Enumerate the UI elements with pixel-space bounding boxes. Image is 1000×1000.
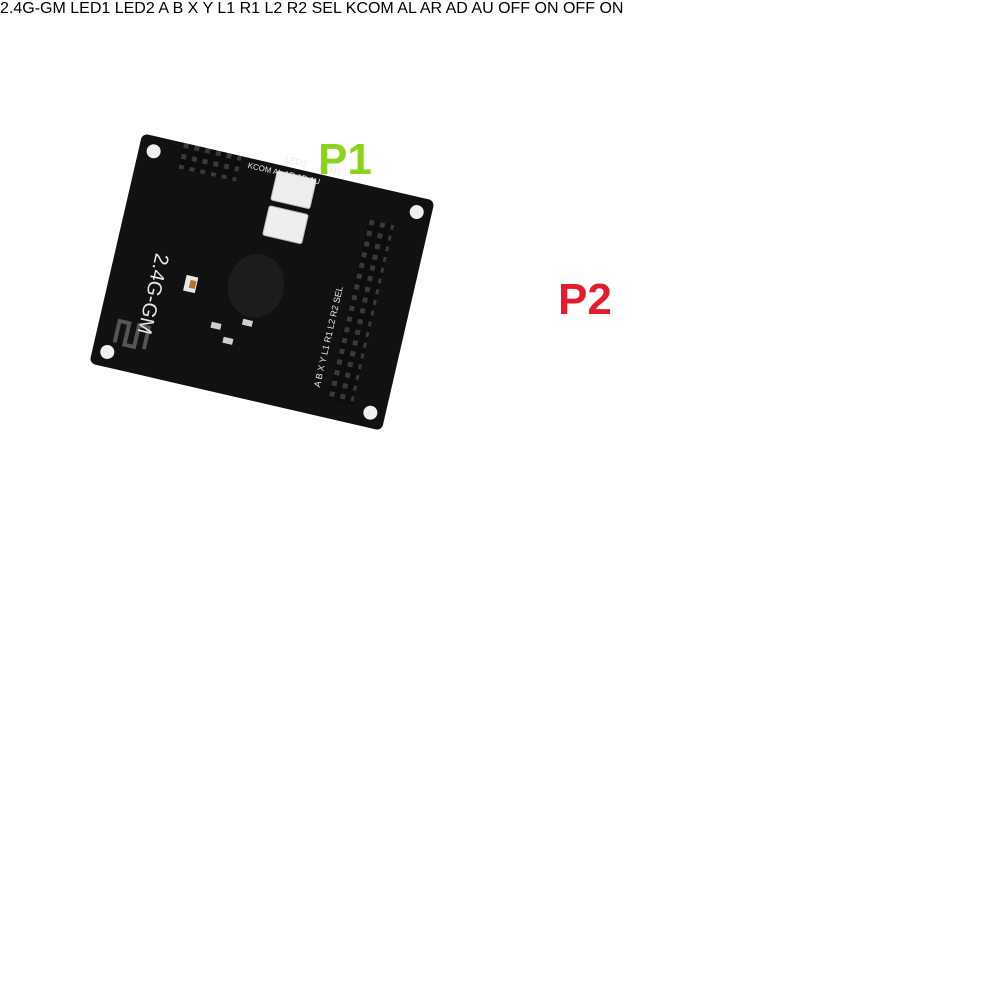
switch-on-label: ON bbox=[599, 0, 624, 17]
pin-header-main: 2.4G-GM LED1 LED2 A B X Y L1 R1 L2 R2 SE… bbox=[0, 0, 498, 17]
jst-connector: 2.4G-GM LED1 LED2 A B X Y L1 R1 L2 R2 SE… bbox=[0, 0, 498, 17]
jst-connector: 2.4G-GM LED1 LED2 A B X Y L1 R1 L2 R2 SE… bbox=[0, 0, 498, 17]
jst-connector bbox=[270, 170, 317, 209]
led1-label: LED1 bbox=[318, 162, 342, 177]
pin-header-main bbox=[327, 219, 395, 406]
pin-header-top bbox=[177, 142, 242, 182]
function-row-label: KCOM AL AR AD AU bbox=[345, 0, 494, 17]
encoder-board-p1: 2.4G-GM LED1 LED2 A B X Y L1 R1 L2 R2 SE… bbox=[90, 134, 434, 430]
button-row-label: A B X Y L1 R1 L2 R2 SEL bbox=[158, 0, 342, 17]
encoder-board-p2: 2.4G-GM LED1 LED2 A B X Y L1 R1 L2 R2 SE… bbox=[0, 0, 498, 17]
led1-label: LED1 bbox=[70, 0, 111, 17]
jst-plug: OFF ON bbox=[563, 0, 623, 17]
pin-header-top: 2.4G-GM LED1 LED2 A B X Y L1 R1 L2 R2 SE… bbox=[0, 0, 498, 17]
battery-box-right: OFF ON bbox=[563, 0, 623, 17]
chip bbox=[227, 253, 285, 318]
jst-connector bbox=[262, 205, 309, 245]
battery-box-left: OFF ON bbox=[498, 0, 563, 17]
chip: 2.4G-GM LED1 LED2 A B X Y L1 R1 L2 R2 SE… bbox=[0, 0, 498, 17]
board-model-text: 2.4G-GM bbox=[0, 0, 66, 17]
switch-off-label: OFF bbox=[498, 0, 531, 17]
player-2-label: P2 bbox=[558, 275, 612, 324]
antenna-trace: 2.4G-GM LED1 LED2 A B X Y L1 R1 L2 R2 SE… bbox=[0, 0, 498, 17]
player-1-label: P1 bbox=[318, 135, 372, 184]
switch-off-label: OFF bbox=[562, 0, 595, 17]
led2-label: LED2 bbox=[114, 0, 155, 17]
led2-label: LED2 bbox=[284, 154, 308, 169]
antenna-trace bbox=[112, 318, 152, 350]
switch-on-label: ON bbox=[534, 0, 559, 17]
